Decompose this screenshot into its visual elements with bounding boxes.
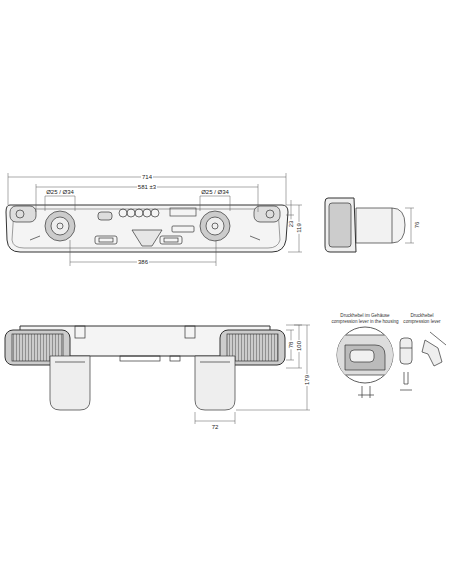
dimension-value: 76 [414, 221, 420, 230]
detail-caption: compression lever in the housing [330, 320, 399, 325]
dimension-value: Ø25 / Ø34 [45, 189, 75, 195]
side-view [325, 198, 405, 252]
detail-caption: Druckhebel [409, 314, 434, 319]
dimension-value: 100 [296, 340, 302, 352]
dimension-lines [8, 173, 414, 424]
top-view [5, 326, 285, 410]
dimension-value: 714 [141, 174, 153, 180]
dimension-value: 23 [288, 220, 294, 229]
detail-caption: Druckhebel im Gehäuse [339, 314, 390, 319]
dimension-value: 72 [211, 424, 220, 430]
dimension-value: 581 ±3 [137, 184, 157, 190]
dimension-value: Ø25 / Ø34 [200, 189, 230, 195]
dimension-value: 386 [137, 259, 149, 265]
detail-view [335, 327, 446, 398]
dimension-value: 78 [288, 341, 294, 350]
detail-caption: compression lever [402, 320, 441, 325]
dimension-value: 179 [304, 374, 310, 386]
front-view [6, 205, 288, 252]
dimension-value: 119 [296, 222, 302, 234]
